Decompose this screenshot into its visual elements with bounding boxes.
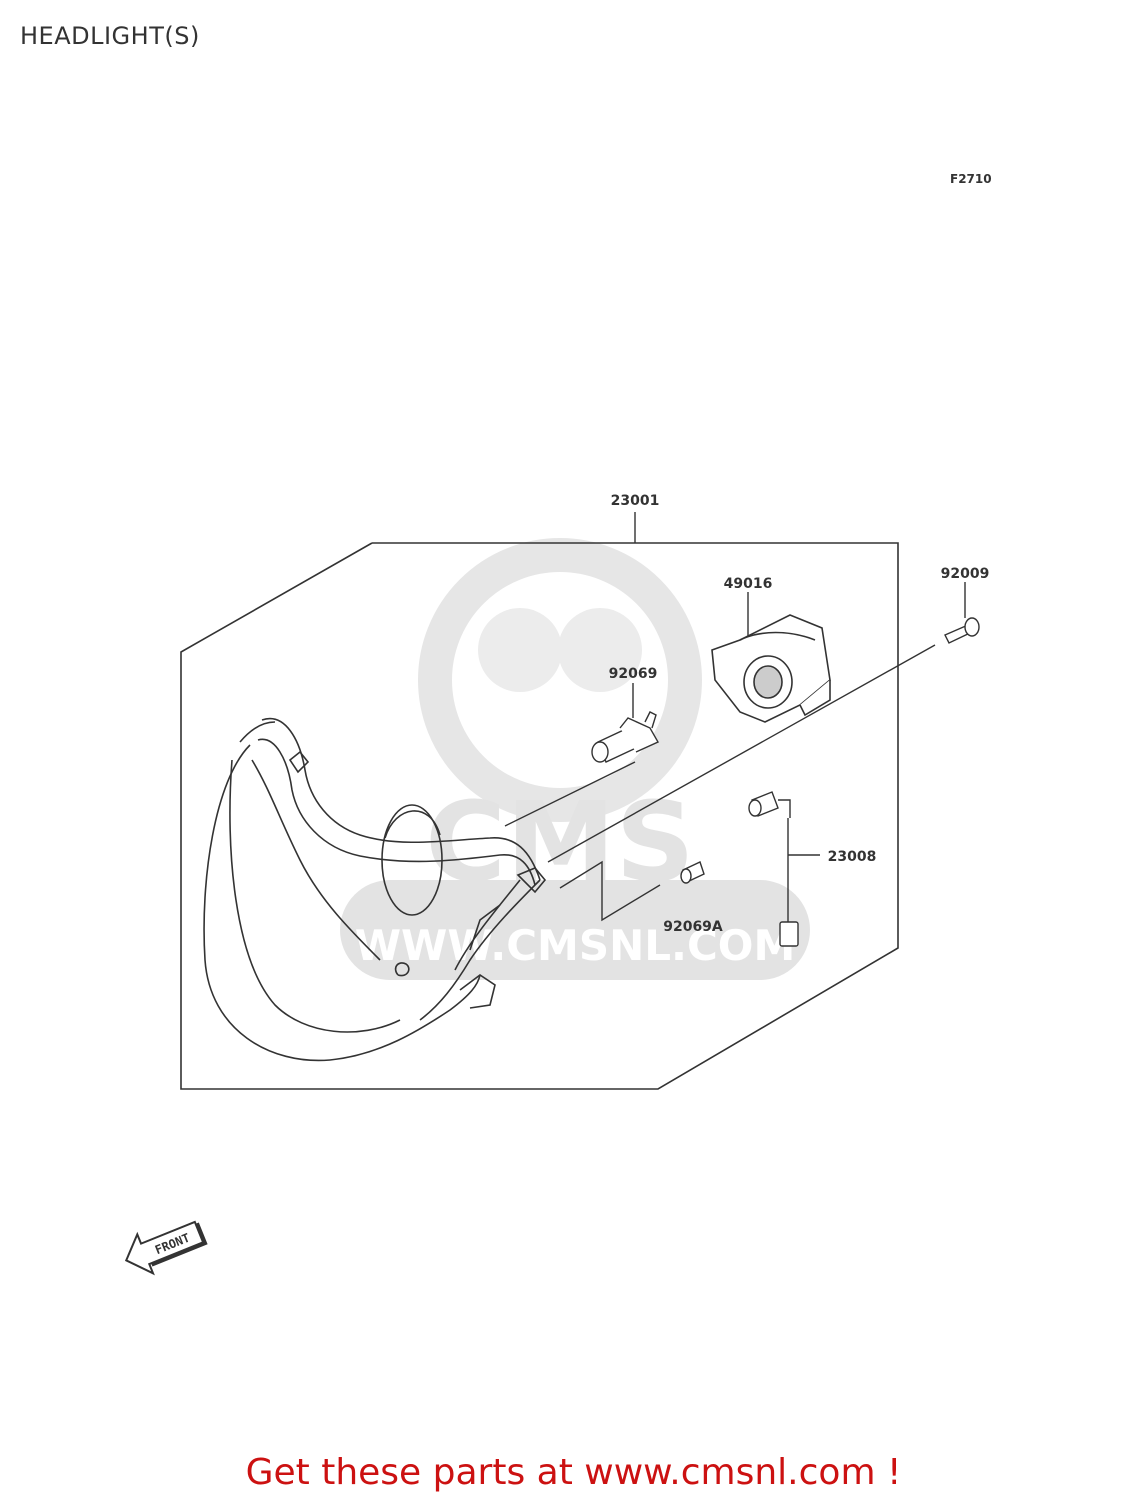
label-92069: 92069 [609,666,658,682]
screw [944,617,980,644]
watermark-logo: CMS WWW.CMSNL.COM [340,538,810,980]
page-title: HEADLIGHT(S) [20,22,200,50]
label-23001: 23001 [611,493,660,509]
label-23008: 23008 [828,849,877,865]
watermark-url: WWW.CMSNL.COM [355,921,796,970]
position-lamp-bulb [680,861,705,884]
footer-link-text: Get these parts at www.cmsnl.com ! [245,1452,902,1493]
position-lamp-socket [748,791,799,947]
leader-lines [504,512,966,922]
headlight-housing [203,717,547,1062]
label-49016: 49016 [724,576,773,592]
figure-code: F2710 [950,172,992,186]
watermark-brand: CMS [425,778,694,906]
headlight-cover [711,614,831,723]
label-92009: 92009 [941,566,990,582]
front-direction-arrow: FRONT [124,1220,208,1276]
label-92069a: 92069A [663,919,723,935]
headlight-bulb [591,711,659,763]
assembly-frame [180,542,899,1090]
